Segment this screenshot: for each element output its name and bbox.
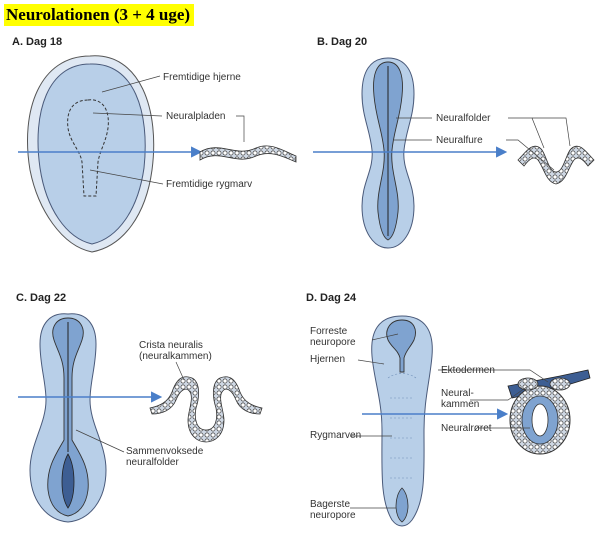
label-posterior-neuropore-2: neuropore — [310, 510, 356, 521]
panel-a-embryo — [27, 55, 155, 253]
page-title: Neurolationen (3 + 4 uge) — [4, 4, 195, 26]
panel-c-embryo — [29, 313, 107, 523]
panel-b-leaders — [394, 117, 571, 171]
label-fused-1: Sammenvoksede — [126, 446, 204, 457]
label-neural-crest-paren: (neuralkammen) — [139, 351, 212, 362]
panel-a-leaders — [89, 75, 245, 185]
panel-b-neural-groove-section — [517, 145, 595, 185]
panel-d-neural-tube-section — [507, 369, 591, 455]
panel-d-embryo — [371, 315, 433, 527]
panel-c-neural-crest-section — [149, 376, 263, 443]
panel-c-leaders — [75, 361, 185, 453]
panel-a-label: A. Dag 18 — [12, 36, 63, 48]
label-neural-crest-1: Neural- — [441, 388, 474, 399]
panel-b-label: B. Dag 20 — [317, 36, 368, 48]
panel-d-label: D. Dag 24 — [306, 292, 357, 304]
panel-d-leaders — [350, 333, 549, 509]
label-neural-plate: Neuralpladen — [166, 111, 226, 122]
label-posterior-neuropore-1: Bagerste — [310, 499, 351, 510]
label-anterior-neuropore-1: Forreste — [310, 326, 348, 337]
label-neural-crest-2: kammen — [441, 399, 480, 410]
label-ectoderm: Ektodermen — [441, 365, 495, 376]
label-neural-groove: Neuralfure — [436, 135, 483, 146]
panel-c-label: C. Dag 22 — [16, 292, 67, 304]
label-spinal-cord: Rygmarven — [310, 430, 362, 441]
label-future-spinal-cord: Fremtidige rygmarv — [166, 179, 253, 190]
label-future-brain: Fremtidige hjerne — [163, 72, 241, 83]
label-fused-2: neuralfolder — [126, 457, 179, 468]
label-neural-folds: Neuralfolder — [436, 113, 491, 124]
label-brain: Hjernen — [310, 354, 346, 365]
label-crista-neuralis: Crista neuralis — [139, 340, 203, 351]
panel-b-embryo — [361, 57, 415, 249]
label-anterior-neuropore-2: neuropore — [310, 337, 356, 348]
panel-a-neural-plate-section — [199, 145, 297, 163]
label-neural-tube: Neuralrøret — [441, 423, 492, 434]
